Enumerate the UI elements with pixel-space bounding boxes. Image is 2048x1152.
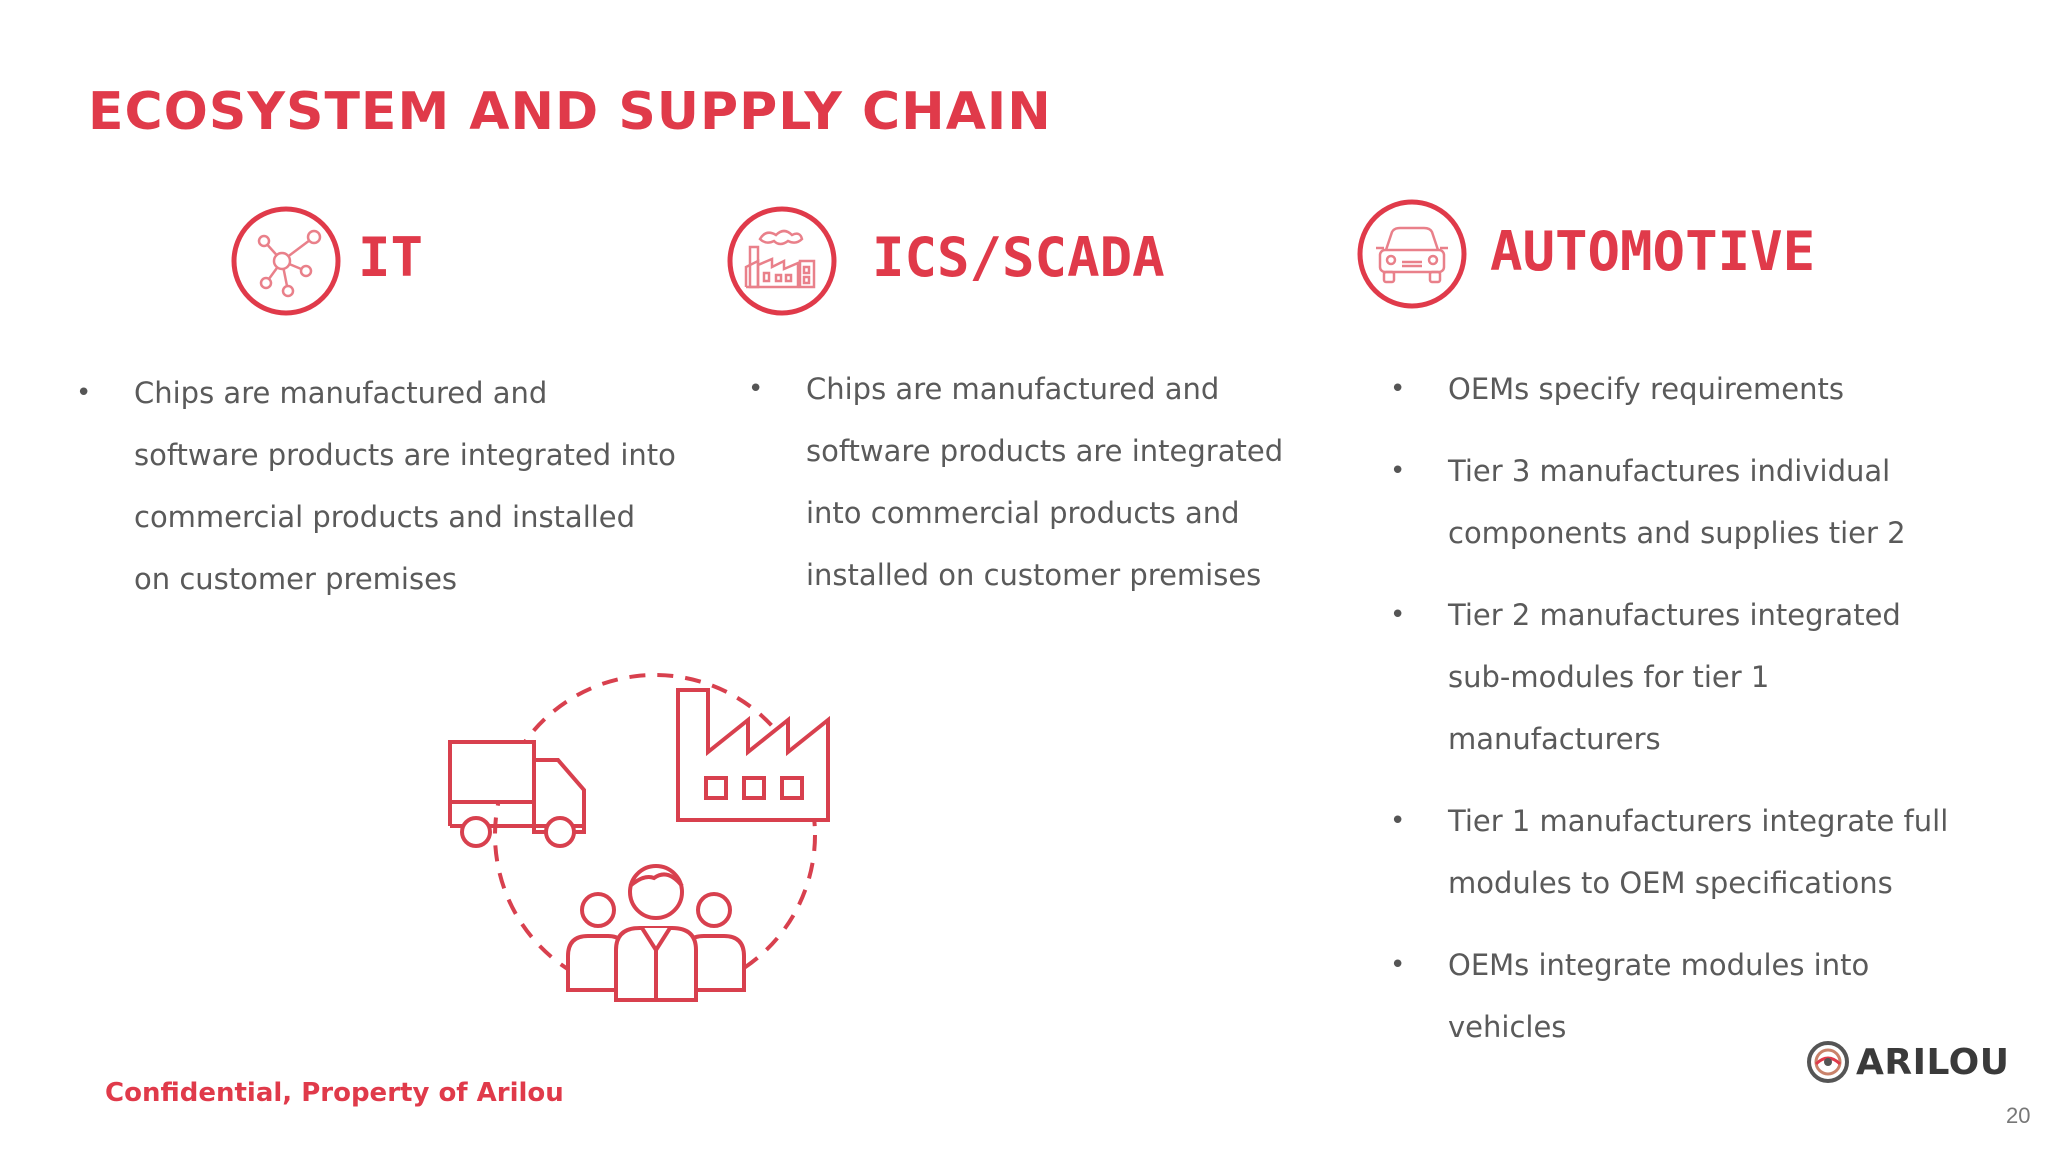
list-item: Chips are manufactured and software prod… <box>748 358 1308 606</box>
factory-icon <box>676 688 830 822</box>
list-item: OEMs specify requirements <box>1390 358 1970 420</box>
car-front-icon <box>1357 199 1467 309</box>
list-item: Tier 2 manufactures integrated sub-modul… <box>1390 584 1970 770</box>
section-heading-it: IT <box>358 226 424 289</box>
section-heading-ics-scada: ICS/SCADA <box>872 226 1165 289</box>
confidential-notice: Confidential, Property of Arilou <box>105 1078 564 1108</box>
list-item: Tier 3 manufactures individual component… <box>1390 440 1970 564</box>
logo-text: ARILOU <box>1856 1041 2010 1083</box>
page-number: 20 <box>2006 1103 2031 1128</box>
arilou-logo-icon <box>1807 1041 1849 1083</box>
automotive-bullet-list: OEMs specify requirements Tier 3 manufac… <box>1390 358 1970 1078</box>
page-title: ECOSYSTEM AND SUPPLY CHAIN <box>88 82 1052 142</box>
factory-smoke-icon <box>727 206 837 316</box>
list-item: Chips are manufactured and software prod… <box>76 362 676 610</box>
section-heading-automotive: AUTOMOTIVE <box>1490 220 1816 283</box>
arilou-logo: ARILOU <box>1806 1040 2009 1084</box>
supply-chain-cycle-icon <box>448 673 830 1002</box>
truck-icon <box>448 740 586 848</box>
it-bullet-list: Chips are manufactured and software prod… <box>76 362 676 610</box>
people-icon <box>566 864 746 1002</box>
network-nodes-icon <box>231 206 341 316</box>
list-item: Tier 1 manufacturers integrate full modu… <box>1390 790 1970 914</box>
ics-scada-bullet-list: Chips are manufactured and software prod… <box>748 358 1308 606</box>
list-item: OEMs integrate modules into vehicles <box>1390 934 1970 1058</box>
